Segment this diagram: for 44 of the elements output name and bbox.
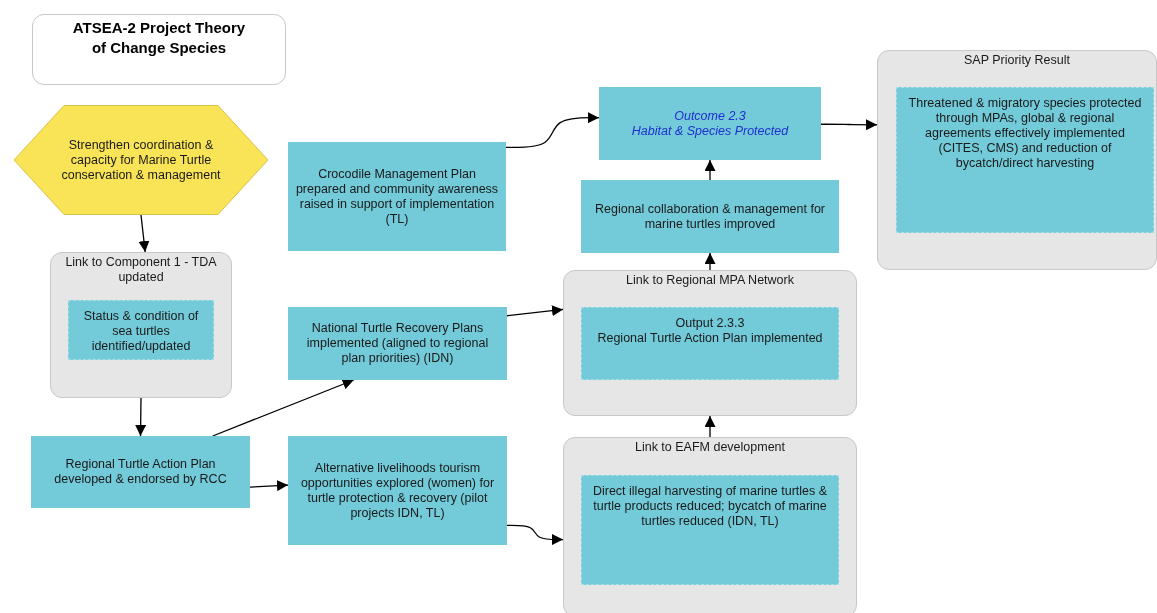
node-text: Strengthen coordination & capacity for Marine Turtle conservation & management xyxy=(60,137,222,183)
node-text: Output 2.3.3 xyxy=(675,316,745,331)
node-text: Outcome 2.3 xyxy=(674,108,746,124)
arrow xyxy=(704,159,716,181)
arrow xyxy=(820,119,878,131)
arrow xyxy=(506,524,564,546)
arrow xyxy=(212,378,355,437)
result-box xyxy=(896,87,1154,233)
arrow xyxy=(505,112,600,149)
process-box xyxy=(31,436,250,508)
title: ATSEA-2 Project Theory of Change Species xyxy=(32,14,286,85)
process-box xyxy=(288,436,507,545)
process-box xyxy=(581,180,839,253)
node-text: Threatened & migratory species protected through MPAs, global & regional agreements effectively implemented (CITES, CMS) and reduction of bycatch/direct harvesting xyxy=(907,96,1143,171)
arrow xyxy=(249,480,289,492)
outcome-box xyxy=(599,87,821,160)
arrow xyxy=(138,214,150,253)
node-text: Habitat & Species Protected xyxy=(631,123,789,139)
result-box xyxy=(581,475,839,585)
result-box xyxy=(68,300,214,360)
arrow xyxy=(704,415,716,438)
process-box xyxy=(288,307,507,380)
node-text: National Turtle Recovery Plans implemented (aligned to regional plan priorities) (IDN) xyxy=(305,321,490,366)
result-box xyxy=(581,307,839,380)
arrow xyxy=(704,252,716,271)
group-heading: SAP Priority Result xyxy=(963,53,1071,68)
hexagon-node xyxy=(14,105,268,215)
group-panel xyxy=(563,437,857,613)
group-panel xyxy=(877,50,1157,270)
process-box xyxy=(288,142,506,251)
group-panel xyxy=(50,252,232,398)
group-heading: Link to Regional MPA Network xyxy=(626,273,794,288)
node-text: Alternative livelihoods tourism opportunities explored (women) for turtle protection & recovery (pilot projects IDN, TL) xyxy=(299,460,496,521)
node-text: Regional collaboration & management for marine turtles improved xyxy=(594,201,826,232)
node-text: Regional Turtle Action Plan developed & endorsed by RCC xyxy=(53,457,228,487)
node-text: Regional Turtle Action Plan implemented xyxy=(597,331,823,346)
node-text: Crocodile Management Plan prepared and community awareness raised in support of implementation (TL) xyxy=(294,166,500,227)
group-heading: Link to EAFM development xyxy=(634,440,786,455)
group-heading: Link to Component 1 - TDA updated xyxy=(64,255,218,285)
arrow xyxy=(506,305,564,317)
node-text: Direct illegal harvesting of marine turtles & turtle products reduced; bycatch of marine turtles reduced (IDN, TL) xyxy=(591,484,829,529)
group-panel xyxy=(563,270,857,416)
node-text: Status & condition of sea turtles identified/updated xyxy=(82,309,200,354)
arrow xyxy=(135,397,147,437)
